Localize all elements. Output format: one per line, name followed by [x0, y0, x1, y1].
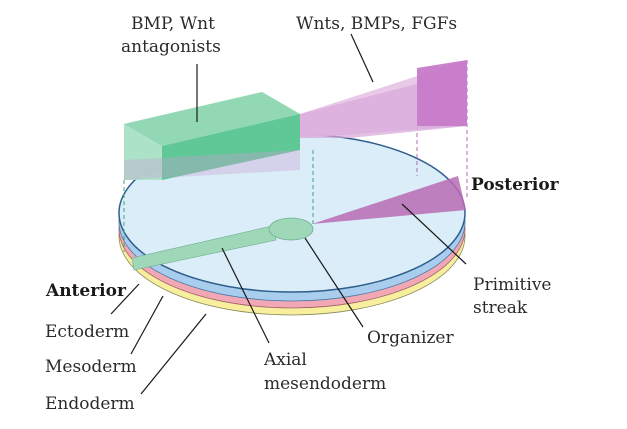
- organizer-label: Organizer: [367, 328, 454, 348]
- axial-mesendoderm-band: [131, 225, 277, 271]
- mesoderm-label: Mesoderm: [45, 357, 137, 377]
- signal-gradient-box: [300, 60, 467, 138]
- leader-lines: [110, 33, 467, 395]
- antagonist-gradient-box: [124, 92, 300, 180]
- antagonists-label-line2: antagonists: [121, 37, 221, 57]
- endoderm-label: Endoderm: [45, 394, 135, 414]
- signals-label: Wnts, BMPs, FGFs: [296, 14, 457, 34]
- posterior-label: Posterior: [471, 175, 560, 195]
- antagonists-label-line1: BMP, Wnt: [131, 14, 215, 34]
- ectoderm-label: Ectoderm: [45, 322, 129, 342]
- primitive-streak-label-line1: Primitive: [473, 275, 552, 295]
- axial-label-line2: mesendoderm: [264, 374, 386, 394]
- axial-label-line1: Axial: [263, 350, 307, 370]
- organizer-node: [268, 217, 314, 241]
- primitive-streak-label-line2: streak: [473, 298, 528, 318]
- anterior-label: Anterior: [45, 281, 127, 301]
- primitive-streak: [312, 176, 466, 224]
